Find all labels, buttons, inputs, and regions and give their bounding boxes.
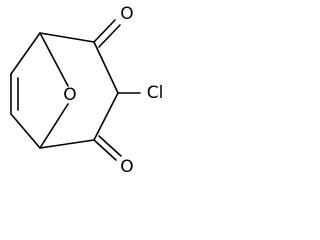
bond-carbonyl-bottom [93, 139, 117, 161]
bond-carbonyl-bottom-to-bridgehead-bottom [39, 139, 95, 149]
atom-label-bridge-oxygen: O [63, 85, 76, 105]
chemical-structure-diagram: O O O Cl [10, 4, 163, 177]
bond-oxygen-to-bridgehead-bottom [39, 103, 69, 149]
bond-carbonyl-top-second [98, 24, 121, 48]
bond-bridgehead-top-to-carbonyl-top [39, 32, 95, 43]
atom-labels: O O O Cl [63, 4, 163, 177]
atom-label-ketone-oxygen-bottom: O [120, 157, 133, 177]
bond-bridgehead-top-to-oxygen [39, 32, 69, 87]
bond-carbonyl-bottom-second [98, 135, 122, 157]
bond-bridgehead-top-to-alkene-top [10, 32, 41, 75]
bond-carbonyl-top [93, 19, 116, 43]
bond-carbonyl-top-to-chcl [93, 41, 119, 94]
atom-label-chlorine: Cl [147, 83, 164, 103]
atom-label-ketone-oxygen-top: O [120, 4, 133, 24]
bond-alkene-bottom-to-bridgehead-bottom [10, 113, 41, 149]
bond-lines [10, 19, 141, 161]
bond-chcl-to-carbonyl-bottom [93, 92, 119, 141]
